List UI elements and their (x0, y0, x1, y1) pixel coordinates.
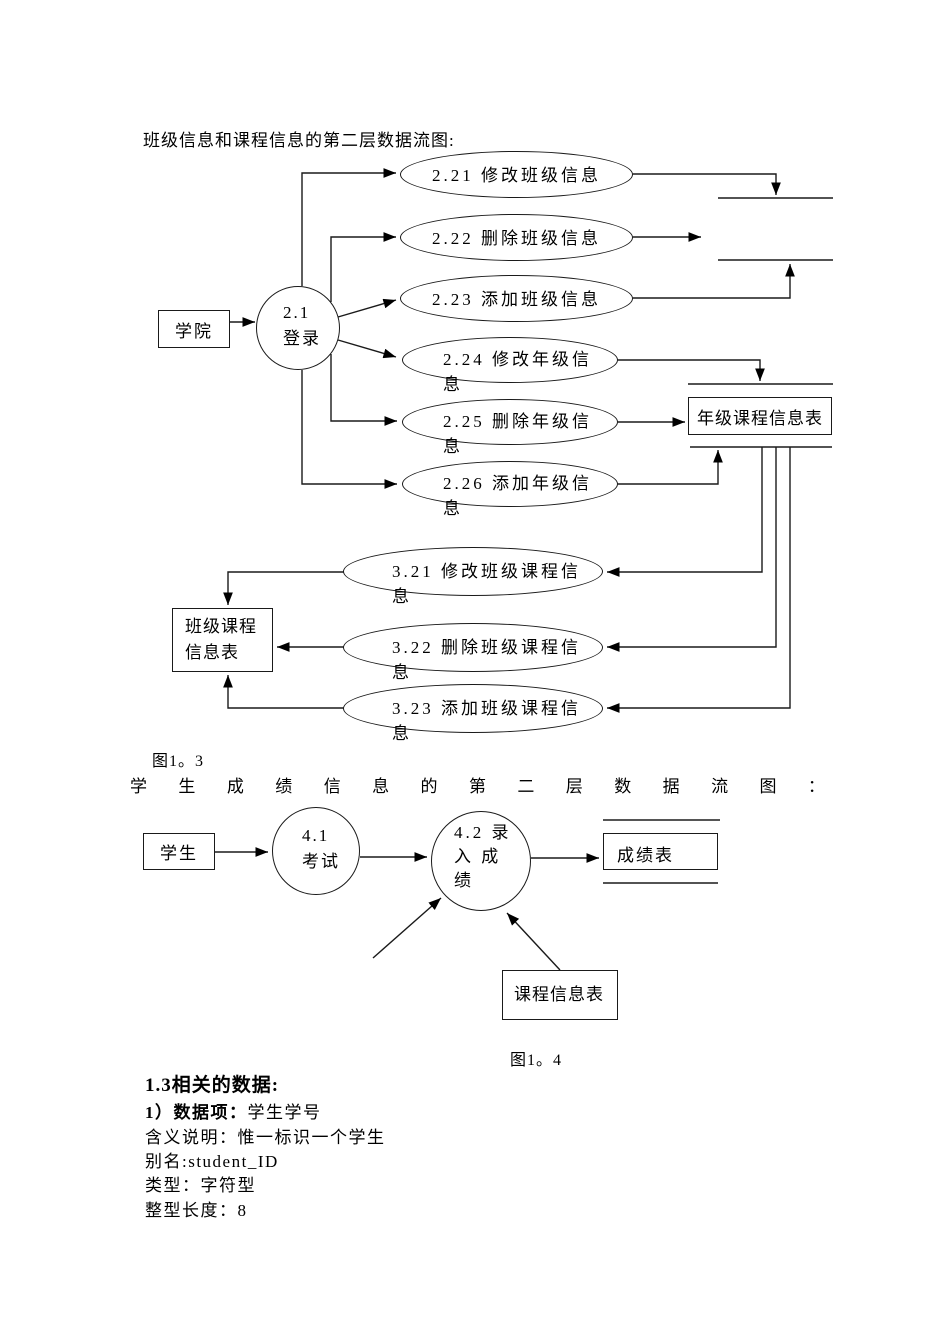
process-record-score: 4.2 录 入 成 绩 (431, 811, 531, 911)
process-3-22-label: 3.22 删除班级课程信 息 (392, 638, 581, 682)
arrow-grade-store-to-3-22 (607, 447, 777, 652)
process-2-23: 2.23 添加班级信息 (400, 275, 633, 322)
entity-student: 学生 (143, 833, 215, 870)
arrow-login-to-2-25 (330, 354, 397, 426)
figure1-caption: 图1。3 (152, 753, 205, 770)
process-record-score-label: 4.2 录 入 成 绩 (454, 823, 512, 890)
arrow-login-to-2-22 (330, 232, 396, 302)
data-item-value: 学生学号 (247, 1103, 322, 1122)
process-2-25: 2.25 删除年级信 息 (402, 399, 618, 456)
process-2-23-label: 2.23 添加班级信息 (432, 290, 601, 309)
store-course-table-label: 课程信息表 (514, 985, 604, 1004)
note-length: 整型长度：8 (145, 1201, 248, 1220)
figure2-caption: 图1。4 (510, 1052, 563, 1069)
process-exam: 4.1 考试 (272, 807, 360, 895)
arrow-into-record-left (372, 897, 442, 959)
arrow-3-23-to-class-store (223, 675, 345, 709)
diagram1-title: 班级信息和课程信息的第二层数据流图: (143, 131, 455, 150)
store-score-table: 成绩表 (603, 833, 718, 870)
arrow-grade-store-to-3-23 (607, 447, 791, 713)
arrow-2-26-to-grade-store (618, 450, 723, 485)
process-2-22: 2.22 删除班级信息 (400, 214, 633, 261)
arrow-grade-store-to-3-21 (607, 447, 763, 577)
section-heading: 1.3相关的数据: (145, 1075, 280, 1096)
data-item-line: 1）数据项：学生学号 (145, 1098, 322, 1123)
process-3-22: 3.22 删除班级课程信 息 (343, 623, 603, 682)
process-3-21: 3.21 修改班级课程信 息 (343, 547, 603, 606)
entity-college: 学院 (158, 310, 230, 348)
store-score-table-label: 成绩表 (617, 846, 674, 865)
store-class-course-label: 班级课程 信息表 (185, 617, 257, 662)
process-exam-label: 4.1 考试 (302, 826, 340, 871)
entity-college-label: 学院 (175, 321, 213, 341)
process-2-21: 2.21 修改班级信息 (400, 151, 633, 198)
process-login-label: 2.1 登录 (283, 303, 321, 348)
process-2-21-label: 2.21 修改班级信息 (432, 166, 601, 185)
process-2-24: 2.24 修改年级信 息 (402, 337, 618, 394)
process-2-22-label: 2.22 删除班级信息 (432, 229, 601, 248)
process-3-23-label: 3.23 添加班级课程信 息 (392, 699, 581, 743)
data-item-label: 1）数据项： (145, 1103, 248, 1122)
store-class-course-table: 班级课程 信息表 (172, 608, 273, 672)
store-grade-course-table: 年级课程信息表 (688, 397, 832, 435)
arrow-2-24-to-grade-store (618, 359, 765, 381)
store-grade-course-label: 年级课程信息表 (697, 408, 823, 428)
arrow-2-23-to-store-b (633, 264, 795, 299)
arrow-login-to-2-23 (337, 298, 397, 318)
note-alias: 别名:student_ID (145, 1152, 279, 1171)
note-type: 类型：字符型 (145, 1176, 256, 1195)
process-2-24-label: 2.24 修改年级信 息 (443, 350, 592, 394)
process-2-26: 2.26 添加年级信 息 (402, 461, 618, 518)
arrow-login-to-2-21 (301, 168, 396, 286)
arrow-login-to-2-26 (301, 370, 397, 489)
arrow-3-21-to-class-store (223, 571, 345, 605)
process-2-25-label: 2.25 删除年级信 息 (443, 412, 592, 456)
diagram2-title: 学生成绩信息的第二层数据流图： (130, 777, 825, 796)
process-login: 2.1 登录 (256, 286, 340, 370)
entity-student-label: 学生 (160, 844, 198, 863)
store-course-table: 课程信息表 (502, 970, 618, 1020)
arrow-course-to-record (506, 912, 561, 971)
process-2-26-label: 2.26 添加年级信 息 (443, 474, 592, 518)
arrow-2-21-to-store-a (633, 173, 781, 195)
process-3-23: 3.23 添加班级课程信 息 (343, 684, 603, 743)
process-3-21-label: 3.21 修改班级课程信 息 (392, 562, 581, 606)
arrow-login-to-2-24 (337, 339, 397, 359)
note-meaning: 含义说明：惟一标识一个学生 (145, 1128, 386, 1147)
